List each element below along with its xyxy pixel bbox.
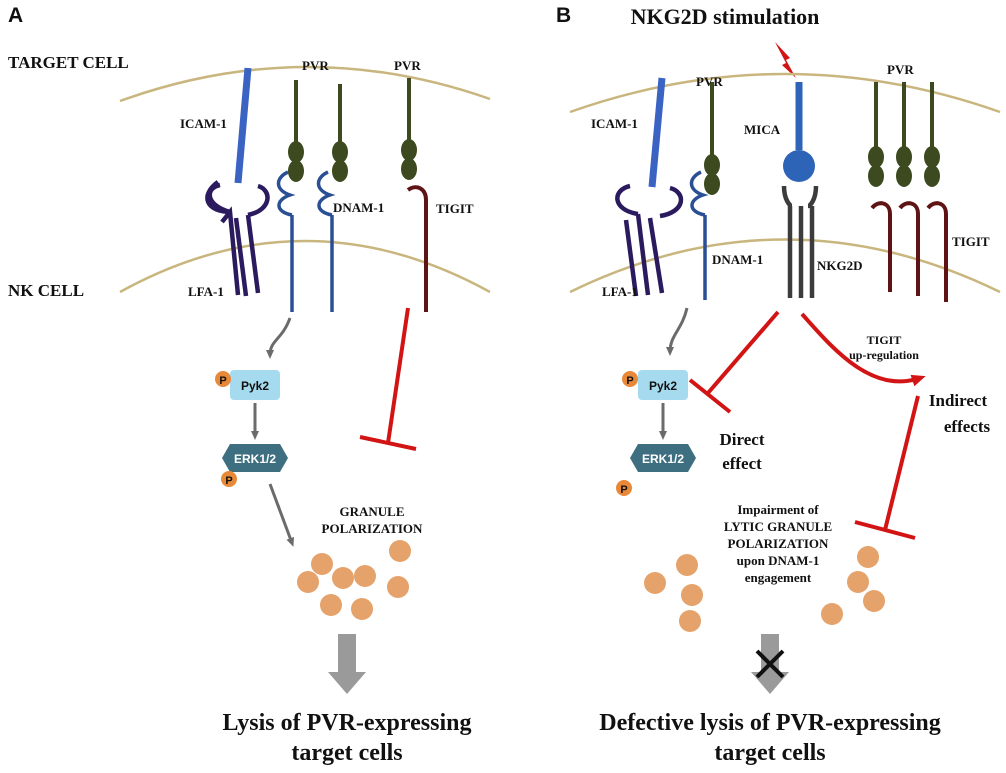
dnam1-label-b: DNAM-1	[712, 252, 763, 267]
nkg2d-molecule	[781, 185, 819, 298]
phospho-label-a-1: P	[219, 375, 226, 387]
phospho-label-a-2: P	[225, 475, 232, 487]
tigit-molecules-b	[870, 201, 948, 302]
phospho-badge-b-2	[616, 480, 632, 496]
pvr-molecule-b-2	[868, 82, 884, 187]
nk-cell-label: NK CELL	[8, 281, 84, 300]
dnam1-molecule-b	[689, 170, 709, 300]
pvr-molecule-a-3	[401, 78, 417, 180]
outcome-line1-a: Lysis of PVR-expressing	[223, 710, 472, 736]
pvr-molecule-a-2	[332, 84, 348, 182]
icam1-label-b: ICAM-1	[591, 116, 638, 131]
dnam1-molecule-a-1	[276, 170, 296, 312]
granules-b	[644, 546, 885, 632]
lfa1-label-b: LFA-1	[602, 284, 638, 299]
pyk2-box-b	[638, 370, 688, 400]
pvr-molecule-b-4	[924, 82, 940, 187]
nk-cell-membrane-a	[119, 239, 491, 294]
tigit-up-line2: up-regulation	[849, 348, 919, 362]
dnam1-label-a: DNAM-1	[333, 200, 384, 215]
tigit-label-a: TIGIT	[436, 201, 474, 216]
impairment-line1: Impairment of	[737, 502, 819, 517]
phospho-label-b-1: P	[626, 375, 633, 387]
mica-label: MICA	[744, 122, 781, 137]
pvr-molecule-b-3	[896, 82, 912, 187]
tigit-molecule-a	[406, 185, 428, 312]
pyk2-label-b: Pyk2	[649, 379, 677, 393]
pvr-label-b-2: PVR	[887, 62, 914, 77]
pvr-label-a-2: PVR	[394, 58, 421, 73]
mica-molecule	[783, 82, 815, 182]
target-cell-membrane-b	[569, 72, 1001, 114]
pyk2-box-a	[230, 370, 280, 400]
impairment-line3: POLARIZATION	[728, 536, 829, 551]
phospho-badge-a-2	[221, 471, 237, 487]
signal-arrow-b-1	[666, 307, 689, 356]
granule-label-line1: GRANULE	[339, 504, 404, 519]
granule-label-line2: POLARIZATION	[322, 521, 423, 536]
pyk2-label-a: Pyk2	[241, 379, 269, 393]
icam1-label-a: ICAM-1	[180, 116, 227, 131]
pvr-label-a-1: PVR	[302, 58, 329, 73]
panel-b-letter: B	[556, 4, 571, 27]
dnam1-molecule-a-2	[316, 170, 336, 312]
outcome-arrow-a	[328, 634, 366, 694]
indirect-effect-inhibition	[854, 395, 920, 540]
indirect-effects-line2: effects	[944, 417, 991, 436]
target-cell-label: TARGET CELL	[8, 53, 129, 72]
phospho-badge-a-1	[215, 371, 231, 387]
target-cell-membrane-a	[119, 65, 491, 103]
tigit-up-line1: TIGIT	[867, 333, 902, 347]
indirect-effects-line1: Indirect	[929, 391, 988, 410]
outcome-line1-b: Defective lysis of PVR-expressing	[599, 710, 940, 736]
erk-label-a: ERK1/2	[234, 452, 276, 466]
panel-b: B NKG2D stimulation ICAM-1 LFA-1 DNAM-1	[556, 4, 1001, 766]
erk-box-a	[222, 444, 288, 472]
nkg2d-label: NKG2D	[817, 258, 863, 273]
signal-arrow-a-3	[268, 483, 295, 547]
signal-arrow-a-1	[266, 317, 292, 359]
erk-label-b: ERK1/2	[642, 452, 684, 466]
phospho-label-b-2: P	[620, 484, 627, 496]
nk-cell-membrane-b	[569, 238, 1001, 294]
lfa1-molecule-b	[615, 183, 683, 297]
direct-effect-line1: Direct	[720, 430, 765, 449]
direct-effect-line2: effect	[722, 454, 762, 473]
pvr-molecule-a-1	[288, 80, 304, 182]
icam1-molecule-b	[648, 77, 666, 188]
impairment-line5: engagement	[745, 570, 812, 585]
outcome-line2-b: target cells	[714, 740, 825, 766]
tigit-label-b: TIGIT	[952, 234, 990, 249]
tigit-upregulation-arrow	[800, 312, 926, 387]
erk-box-b	[630, 444, 696, 472]
panel-a: A TARGET CELL NK CELL ICAM-1 LFA-1 DNAM-…	[8, 4, 491, 766]
lightning-icon	[775, 42, 796, 78]
impairment-line2: LYTIC GRANULE	[724, 519, 832, 534]
pvr-label-b-1: PVR	[696, 74, 723, 89]
outcome-line2-a: target cells	[291, 740, 402, 766]
impairment-line4: upon DNAM-1	[737, 553, 820, 568]
panel-a-letter: A	[8, 4, 23, 27]
icam1-molecule-a	[234, 67, 252, 184]
panel-b-title: NKG2D stimulation	[631, 4, 820, 29]
granules-a	[297, 540, 411, 620]
phospho-badge-b-1	[622, 371, 638, 387]
blocked-x-icon	[755, 649, 785, 679]
tigit-inhibition-a	[359, 307, 417, 451]
direct-effect-inhibition	[688, 310, 780, 414]
pvr-molecule-b-1	[704, 82, 720, 195]
lfa1-label-a: LFA-1	[188, 284, 224, 299]
lfa1-molecule-a	[205, 180, 270, 297]
